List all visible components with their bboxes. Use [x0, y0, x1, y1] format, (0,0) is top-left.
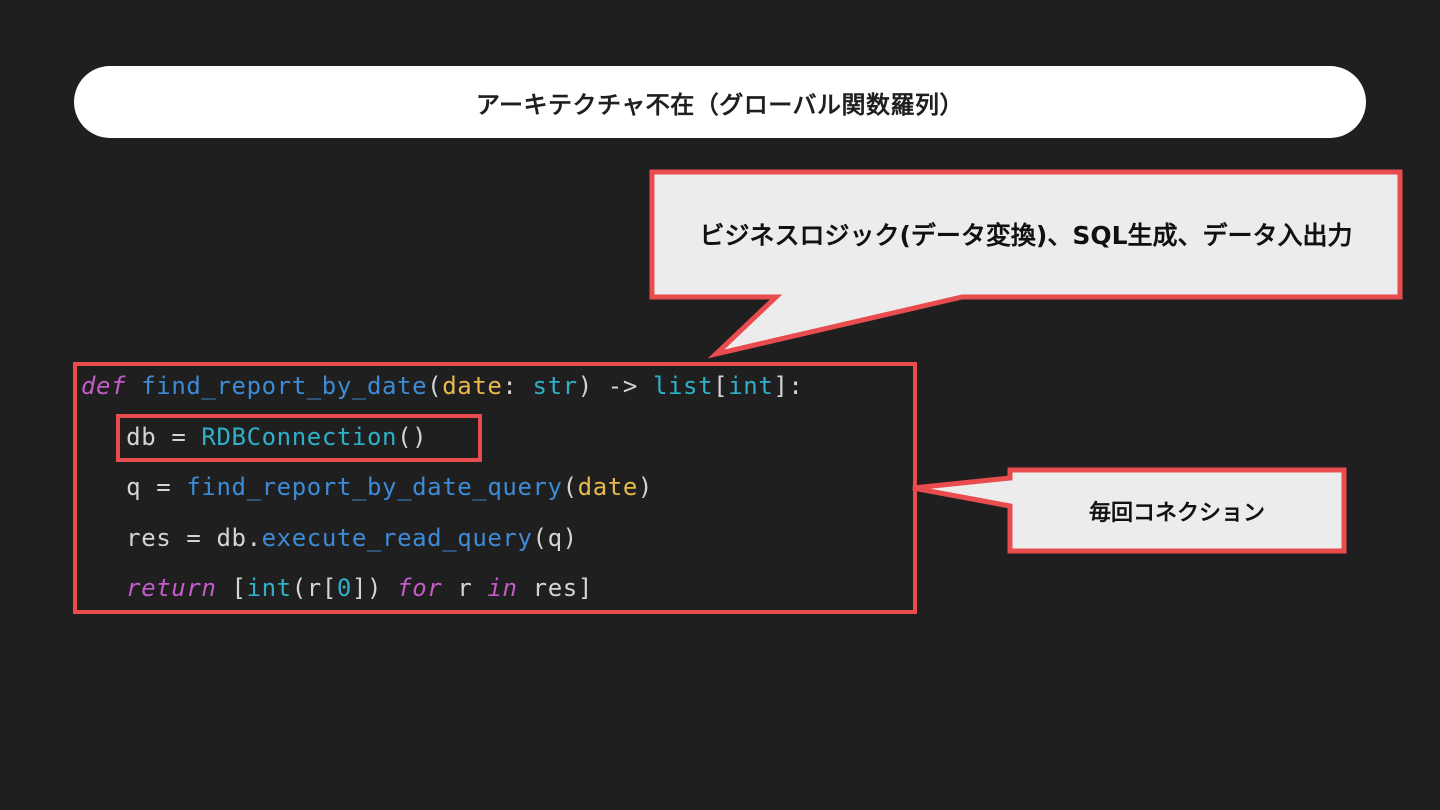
paren-open: (: [532, 524, 548, 552]
code-line-db: db = RDBConnection(): [81, 417, 427, 457]
callout-connection-text: 毎回コネクション: [1088, 501, 1265, 526]
code-line-def: def find_report_by_date(date: str) -> li…: [81, 366, 803, 406]
function-name: find_report_by_date: [141, 372, 428, 400]
param-type: str: [532, 372, 578, 400]
paren-open: (: [291, 574, 307, 602]
function-query: find_report_by_date_query: [186, 473, 563, 501]
bracket-open: [: [216, 574, 247, 602]
bracket-open: [: [713, 372, 729, 400]
return-type-list: list: [652, 372, 714, 400]
bracket-close: ]: [577, 574, 593, 602]
bracket-close-colon: ]:: [773, 372, 804, 400]
callout-top-shape: [649, 169, 1403, 359]
index-close: ]): [351, 574, 383, 602]
slide-title-banner: アーキテクチャ不在（グローバル関数羅列）: [74, 66, 1366, 138]
code-line-return: return [int(r[0]) for r in res]: [81, 568, 593, 608]
db-connection-highlight: [116, 414, 482, 462]
paren-open: (: [562, 473, 578, 501]
class-rdbconnection: RDBConnection: [201, 423, 398, 451]
arg-date: date: [577, 473, 638, 501]
keyword-return: return: [126, 574, 217, 602]
index-zero: 0: [336, 574, 352, 602]
var-q: q: [126, 473, 142, 501]
assign: =: [171, 524, 217, 552]
call-parens: (): [397, 423, 428, 451]
keyword-def: def: [81, 372, 127, 400]
method-execute: execute_read_query: [261, 524, 533, 552]
var-r: r: [306, 574, 322, 602]
index-open: [: [321, 574, 337, 602]
code-line-execute: res = db.execute_read_query(q): [81, 518, 578, 558]
loop-var-r: r: [457, 574, 473, 602]
paren-close: ): [637, 473, 653, 501]
var-db: db: [126, 423, 157, 451]
code-line-query: q = find_report_by_date_query(date): [81, 467, 653, 507]
paren-close: ): [577, 372, 593, 400]
assign: =: [156, 423, 202, 451]
paren-close: ): [562, 524, 578, 552]
callout-responsibilities-text: ビジネスロジック(データ変換)、SQL生成、データ入出力: [699, 221, 1353, 250]
keyword-for: for: [397, 574, 443, 602]
keyword-in: in: [487, 574, 518, 602]
return-type-int: int: [728, 372, 774, 400]
slide-title: アーキテクチャ不在（グローバル関数羅列）: [475, 90, 965, 119]
assign: =: [141, 473, 187, 501]
arg-q: q: [547, 524, 563, 552]
code-block-highlight: [73, 362, 917, 614]
return-arrow: ->: [592, 372, 653, 400]
callout-right-shape: [912, 467, 1347, 554]
paren-open: (: [427, 372, 443, 400]
var-res: res: [126, 524, 172, 552]
param-date: date: [442, 372, 503, 400]
iter-res: res: [532, 574, 578, 602]
object-db: db.: [216, 524, 262, 552]
builtin-int: int: [246, 574, 292, 602]
param-colon: :: [502, 372, 533, 400]
